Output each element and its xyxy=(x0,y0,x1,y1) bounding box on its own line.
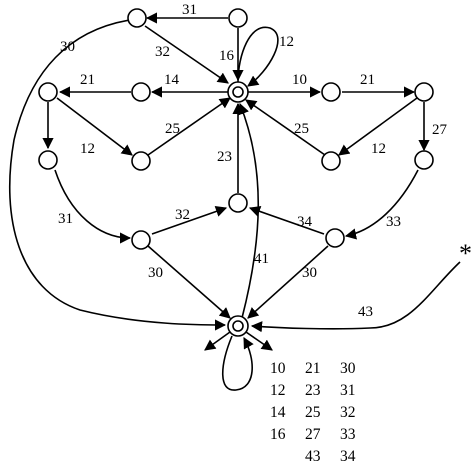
edge-bottom-out-left xyxy=(204,331,231,351)
label-e-tl-hub: 32 xyxy=(155,44,170,60)
label-e-bottom-hub: 41 xyxy=(254,251,269,267)
nodes xyxy=(38,8,434,337)
table-cell: 12 xyxy=(270,382,286,399)
table-cell: 34 xyxy=(340,448,356,464)
table-cell: 21 xyxy=(305,360,321,377)
label-e-lowleft-hub: 25 xyxy=(165,121,180,137)
edge-center-low xyxy=(151,206,228,235)
edge-lowright-bottom xyxy=(247,245,329,319)
node-sink-inner xyxy=(232,320,244,332)
edge-topleft-hub xyxy=(144,25,229,84)
edge-farright-lowright xyxy=(338,97,418,156)
star-symbol: * xyxy=(459,239,472,268)
node-right xyxy=(321,82,341,102)
label-e-center-low: 32 xyxy=(175,207,190,223)
edge-lowleft-hub xyxy=(147,97,231,156)
edge-self-loop-hub xyxy=(237,26,279,87)
table-cell: 16 xyxy=(270,426,286,443)
label-e-farleft-lowleft: 12 xyxy=(80,141,95,157)
node-right-low xyxy=(414,150,434,170)
node-far-right xyxy=(414,82,434,102)
node-bottom-left xyxy=(131,230,151,250)
label-e-right-lowright: 12 xyxy=(371,141,386,157)
label-e-star-bottom: 43 xyxy=(358,304,373,320)
table-cell: 43 xyxy=(305,448,321,464)
label-e-self-hub: 12 xyxy=(279,34,294,50)
table-cell: 23 xyxy=(305,382,321,399)
label-e-lowleft-bottom: 30 xyxy=(148,265,163,281)
label-e-lower-left: 31 xyxy=(58,211,73,227)
node-lower-right-mid xyxy=(321,151,341,171)
node-center xyxy=(228,193,248,213)
edge-lowright-hub xyxy=(245,99,326,156)
label-e-hub-right: 10 xyxy=(292,72,307,88)
node-hub-inner xyxy=(232,86,244,98)
edge-star-bottom xyxy=(250,261,461,333)
label-e-curve-left: 30 xyxy=(60,39,75,55)
edge-bottom-hub xyxy=(238,102,260,319)
table-cell: 14 xyxy=(270,404,286,421)
node-left xyxy=(131,82,151,102)
label-e-far-right-low: 33 xyxy=(386,214,401,230)
label-e-left-farleft: 21 xyxy=(80,72,95,88)
table-cell: 32 xyxy=(340,404,356,421)
edge-farleft-lowleft xyxy=(56,97,133,156)
table-cell: 30 xyxy=(340,360,356,377)
table-cell: 31 xyxy=(340,382,356,399)
table-cell: 10 xyxy=(270,360,286,377)
label-e-farright-down: 27 xyxy=(432,122,448,138)
edge-far-right-low xyxy=(344,169,419,240)
label-e-right-farright: 21 xyxy=(360,72,375,88)
label-e-tr-hub: 16 xyxy=(219,48,235,64)
edge-self-loop-bottom xyxy=(222,335,254,391)
node-bottom-right xyxy=(325,228,345,248)
edge-lowleft-bottom xyxy=(147,245,231,319)
table-cell: 33 xyxy=(340,426,356,443)
node-lower-left-mid xyxy=(131,151,151,171)
table-cell: 25 xyxy=(305,404,321,421)
label-e-top: 31 xyxy=(182,2,197,18)
node-left-low xyxy=(38,150,58,170)
label-e-center-hub: 23 xyxy=(217,149,232,165)
legend-table: 10 21 30 12 23 31 14 25 32 16 27 33 43 3… xyxy=(270,360,356,464)
table-cell: 27 xyxy=(305,426,321,443)
label-e-right-center: 34 xyxy=(297,214,313,230)
node-far-left xyxy=(38,82,58,102)
edges xyxy=(8,12,461,391)
node-top-left xyxy=(127,8,147,28)
edge-bottom-out-right xyxy=(245,331,273,351)
label-e-lowright-hub: 25 xyxy=(294,121,309,137)
edge-labels: 31 32 16 12 10 21 14 21 12 25 25 12 27 2… xyxy=(58,2,448,320)
label-e-hub-left: 14 xyxy=(164,72,180,88)
edge-right-center xyxy=(248,206,325,235)
label-e-lowright-bottom: 30 xyxy=(302,265,317,281)
node-top-right xyxy=(228,8,248,28)
edge-curve-left xyxy=(8,19,227,331)
edge-lower-left xyxy=(54,169,132,244)
